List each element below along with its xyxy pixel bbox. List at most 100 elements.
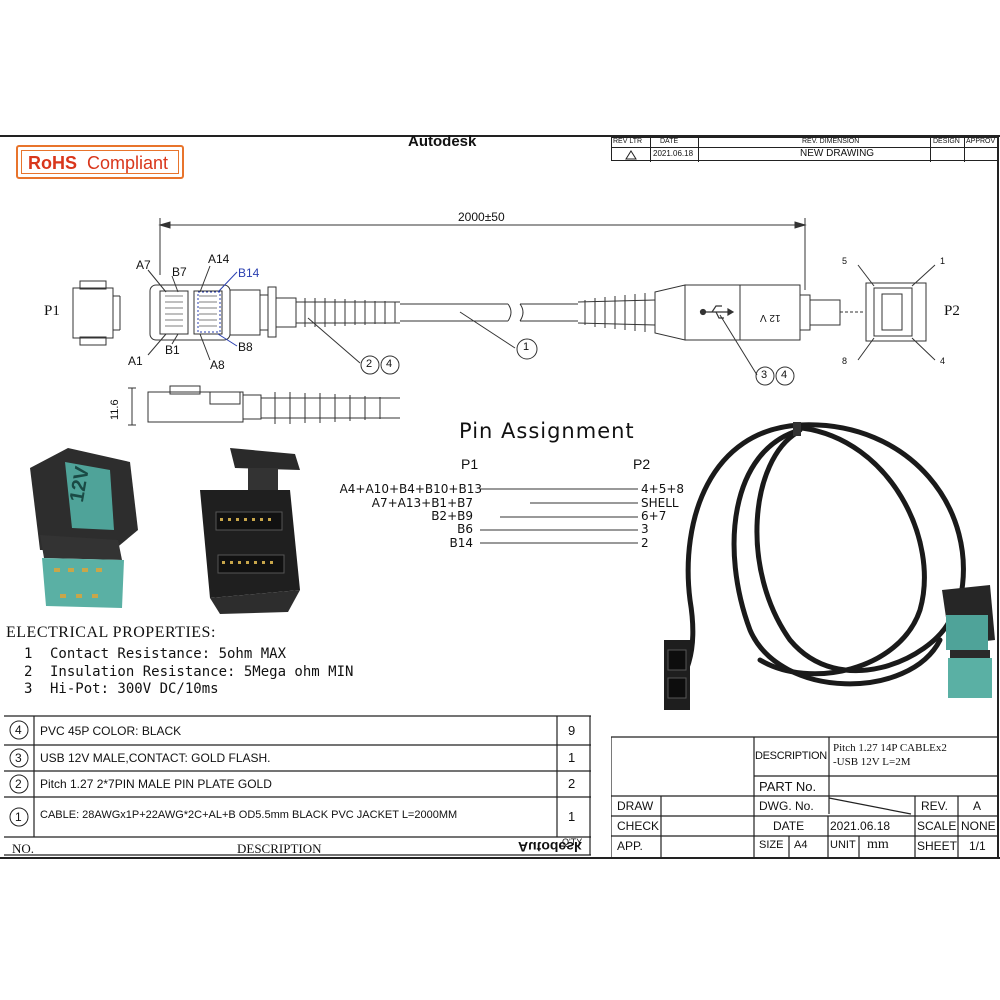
rohs-text: Compliant (87, 153, 169, 173)
rev-date-value: 2021.06.18 (653, 149, 694, 158)
rev-header-date: DATE (660, 138, 679, 145)
plug-12v-text: 12 V (760, 312, 781, 323)
pin-label-b1: B1 (165, 343, 180, 357)
frame-right-line (997, 135, 999, 857)
pin-assignment-lines (480, 488, 638, 544)
p2-pin-5: 5 (842, 256, 848, 266)
p1-label: P1 (44, 303, 60, 319)
pin-row-2-p1: A7+A13+B1+B7 (371, 496, 473, 510)
electrical-item-1-num: 1 (24, 646, 33, 662)
bom-row-2-desc: Pitch 1.27 2*7PIN MALE PIN PLATE GOLD (40, 777, 272, 791)
callout-3: 3 (761, 369, 768, 381)
pin-row-1-p1: A4+A10+B4+B10+B13 (339, 482, 482, 496)
tb-sheet-label: SHEET (917, 839, 958, 853)
bom-row-1-no: 1 (15, 810, 22, 824)
pin-label-b7: B7 (172, 265, 187, 279)
tb-date-value: 2021.06.18 (830, 819, 891, 833)
pin-col-p2: P2 (633, 456, 651, 472)
rohs-bold: RoHS (28, 153, 77, 173)
frame-top-line (0, 135, 1000, 137)
tb-rev-value: A (973, 799, 982, 813)
tb-description-label: DESCRIPTION (755, 750, 827, 762)
pin-row-2-p2: SHELL (641, 496, 679, 510)
bom-row-2-qty: 2 (568, 776, 576, 791)
callout-1: 1 (523, 341, 530, 353)
electrical-title: ELECTRICAL PROPERTIES: (6, 624, 216, 641)
pin-row-4-p2: 3 (641, 522, 649, 536)
pin-row-1-p2: 4+5+8 (641, 482, 685, 496)
tb-rev-label: REV. (921, 799, 948, 813)
pin-label-a1: A1 (128, 354, 143, 368)
tb-scale-value: NONE (961, 819, 996, 833)
tb-part-no: PART No. (759, 779, 817, 794)
cable-drawing (72, 218, 936, 426)
coiled-cable-photo (664, 422, 995, 710)
pin-label-b8: B8 (238, 340, 253, 354)
p2-pin-1: 1 (940, 256, 946, 266)
revision-triangle-icon (625, 150, 637, 160)
length-dimension: 2000±50 (458, 210, 505, 224)
tb-size-value: A4 (794, 839, 808, 851)
bom-row-1-qty: 1 (568, 809, 576, 824)
callout-4a: 4 (386, 358, 393, 370)
bom-table: 4 PVC 45P COLOR: BLACK 9 3 USB 12V MALE,… (4, 715, 591, 857)
brand-header: Autodesk (408, 133, 477, 150)
pin-assignment-title: Pin Assignment (459, 419, 635, 443)
bom-footer-no: NO. (12, 841, 35, 856)
callout-2: 2 (366, 358, 373, 370)
rev-header-approv: APPROV (966, 138, 996, 145)
bom-row-3-desc: USB 12V MALE,CONTACT: GOLD FLASH. (40, 751, 271, 765)
tb-unit-value: mm (867, 837, 889, 852)
electrical-item-3-text: Hi-Pot: 300V DC/10ms (50, 681, 219, 697)
bom-row-1-desc: CABLE: 28AWGx1P+22AWG*2C+AL+B OD5.5mm BL… (40, 809, 458, 821)
rohs-badge: RoHS Compliant (16, 145, 184, 179)
title-block: DESCRIPTION Pitch 1.27 14P CABLEx2 -USB … (611, 736, 998, 857)
tb-sheet-value: 1/1 (969, 839, 986, 853)
pitch-connector-photo (200, 448, 300, 614)
tb-app: APP. (617, 839, 643, 853)
tb-date-label: DATE (773, 819, 805, 833)
usb-plug-photo (30, 448, 138, 608)
bom-footer-desc: DESCRIPTION (237, 841, 322, 856)
pin-col-p1: P1 (461, 456, 479, 472)
pin-row-5-p2: 2 (641, 536, 649, 550)
bom-row-3-qty: 1 (568, 750, 576, 765)
p2-label: P2 (944, 303, 960, 319)
p2-pin-4: 4 (940, 356, 946, 366)
bom-row-3-no: 3 (15, 751, 22, 765)
pin-label-a8: A8 (210, 358, 225, 372)
tb-draw: DRAW (617, 799, 654, 813)
tb-description-line1: Pitch 1.27 14P CABLEx2 (833, 742, 947, 754)
frame-bottom-line (0, 857, 1000, 859)
pin-label-a14: A14 (208, 252, 230, 266)
electrical-item-2-num: 2 (24, 664, 33, 680)
tb-scale-label: SCALE (917, 819, 957, 833)
callout-4b: 4 (781, 369, 788, 381)
bom-row-4-no: 4 (15, 723, 22, 737)
pin-label-a7: A7 (136, 258, 151, 272)
bom-footer-qty: Q'TY (562, 837, 583, 847)
bom-row-2-no: 2 (15, 777, 22, 791)
pin-row-4-p1: B6 (457, 522, 473, 536)
tb-size-label: SIZE (759, 839, 784, 851)
bom-row-4-qty: 9 (568, 723, 576, 738)
tb-dwg-no: DWG. No. (759, 799, 814, 813)
pin-row-3-p1: B2+B9 (431, 509, 473, 523)
pin-row-5-p1: B14 (449, 536, 473, 550)
rev-header-dimension: REV. DIMENSION (802, 138, 860, 145)
height-dimension: 11.6 (109, 399, 121, 420)
usb-icon (699, 305, 735, 319)
revision-block: REV LTR DATE REV. DIMENSION DESIGN APPRO… (611, 137, 999, 162)
electrical-item-2-text: Insulation Resistance: 5Mega ohm MIN (50, 664, 354, 680)
tb-unit-label: UNIT (830, 839, 856, 851)
p2-pin-8: 8 (842, 356, 848, 366)
pin-row-3-p2: 6+7 (641, 509, 667, 523)
tb-check: CHECK (617, 819, 660, 833)
rev-header-ltr: REV LTR (613, 138, 643, 145)
rev-dimension-value: NEW DRAWING (800, 148, 875, 159)
electrical-item-3-num: 3 (24, 681, 33, 697)
bom-row-4-desc: PVC 45P COLOR: BLACK (40, 724, 182, 738)
rev-header-design: DESIGN (933, 138, 960, 145)
electrical-item-1-text: Contact Resistance: 5ohm MAX (50, 646, 287, 662)
tb-description-line2: -USB 12V L=2M (833, 756, 911, 768)
